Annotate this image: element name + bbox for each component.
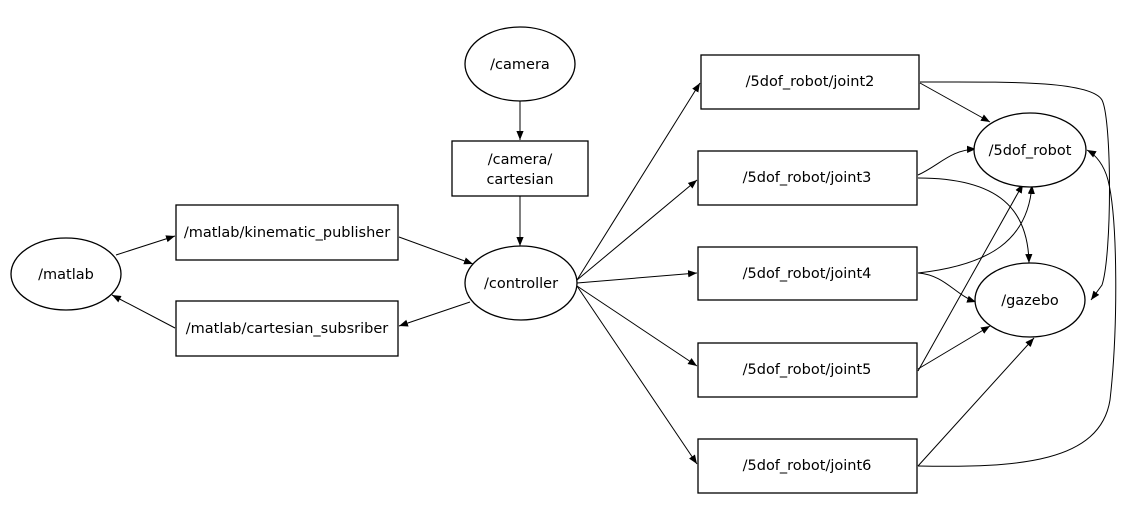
node-joint4-label: /5dof_robot/joint4 <box>743 266 872 282</box>
edge-controller-to-cartesian-subsriber <box>398 301 471 327</box>
edge-joint4-to-gazebo <box>917 272 977 303</box>
node-joint2[interactable]: /5dof_robot/joint2 <box>700 54 920 110</box>
edge-matlab-to-kinematic-publisher <box>115 235 176 256</box>
edge-joint3-to-robot <box>917 145 977 176</box>
edge-joint6-to-robot <box>917 149 1117 467</box>
node-gazebo-label: /gazebo <box>1001 293 1059 309</box>
node-joint3[interactable]: /5dof_robot/joint3 <box>697 150 918 206</box>
edge-controller-to-joint3 <box>576 179 698 281</box>
node-gazebo[interactable]: /gazebo <box>974 262 1086 338</box>
edge-controller-to-joint6 <box>576 285 698 465</box>
node-camera-label: /camera <box>490 57 550 73</box>
node-matlab-label: /matlab <box>38 267 94 283</box>
node-cartesian-subsriber-label: /matlab/cartesian_subsriber <box>186 321 389 337</box>
node-joint5-label: /5dof_robot/joint5 <box>743 362 872 378</box>
node-camera-cartesian-label-line1: /camera/ <box>488 152 553 168</box>
edge-joint2-to-gazebo <box>919 81 1110 301</box>
node-5dof-robot[interactable]: /5dof_robot <box>973 112 1087 188</box>
edges <box>111 81 1117 467</box>
edge-controller-to-joint4 <box>576 270 698 284</box>
edge-joint5-to-gazebo <box>917 325 991 370</box>
node-kinematic-publisher-label: /matlab/kinematic_publisher <box>184 225 390 241</box>
edge-controller-to-joint5 <box>576 285 698 367</box>
edge-joint2-to-robot <box>919 82 991 123</box>
edge-joint4-to-robot <box>917 184 1035 274</box>
node-cartesian-subsriber[interactable]: /matlab/cartesian_subsriber <box>175 300 399 357</box>
edge-joint5-to-robot <box>917 183 1024 372</box>
node-camera-cartesian[interactable]: /camera/ cartesian <box>451 140 589 197</box>
node-kinematic-publisher[interactable]: /matlab/kinematic_publisher <box>175 204 399 261</box>
node-matlab[interactable]: /matlab <box>10 237 122 311</box>
node-5dof-robot-label: /5dof_robot <box>989 143 1072 159</box>
node-joint2-label: /5dof_robot/joint2 <box>746 74 875 90</box>
edge-kinematic-publisher-to-controller <box>398 236 474 265</box>
edge-controller-to-joint2 <box>576 82 701 281</box>
node-joint3-label: /5dof_robot/joint3 <box>743 170 872 186</box>
node-joint5[interactable]: /5dof_robot/joint5 <box>697 342 918 398</box>
node-camera[interactable]: /camera <box>464 26 576 102</box>
edge-cartesian-subsriber-to-matlab <box>111 294 176 329</box>
node-controller[interactable]: /controller <box>464 245 578 321</box>
node-camera-cartesian-label-line2: cartesian <box>486 172 553 188</box>
node-joint6[interactable]: /5dof_robot/joint6 <box>697 438 918 494</box>
node-controller-label: /controller <box>484 276 558 292</box>
node-joint6-label: /5dof_robot/joint6 <box>743 458 872 474</box>
node-joint4[interactable]: /5dof_robot/joint4 <box>697 246 918 301</box>
edge-joint3-to-gazebo <box>917 177 1033 264</box>
edge-joint6-to-gazebo <box>917 337 1035 467</box>
